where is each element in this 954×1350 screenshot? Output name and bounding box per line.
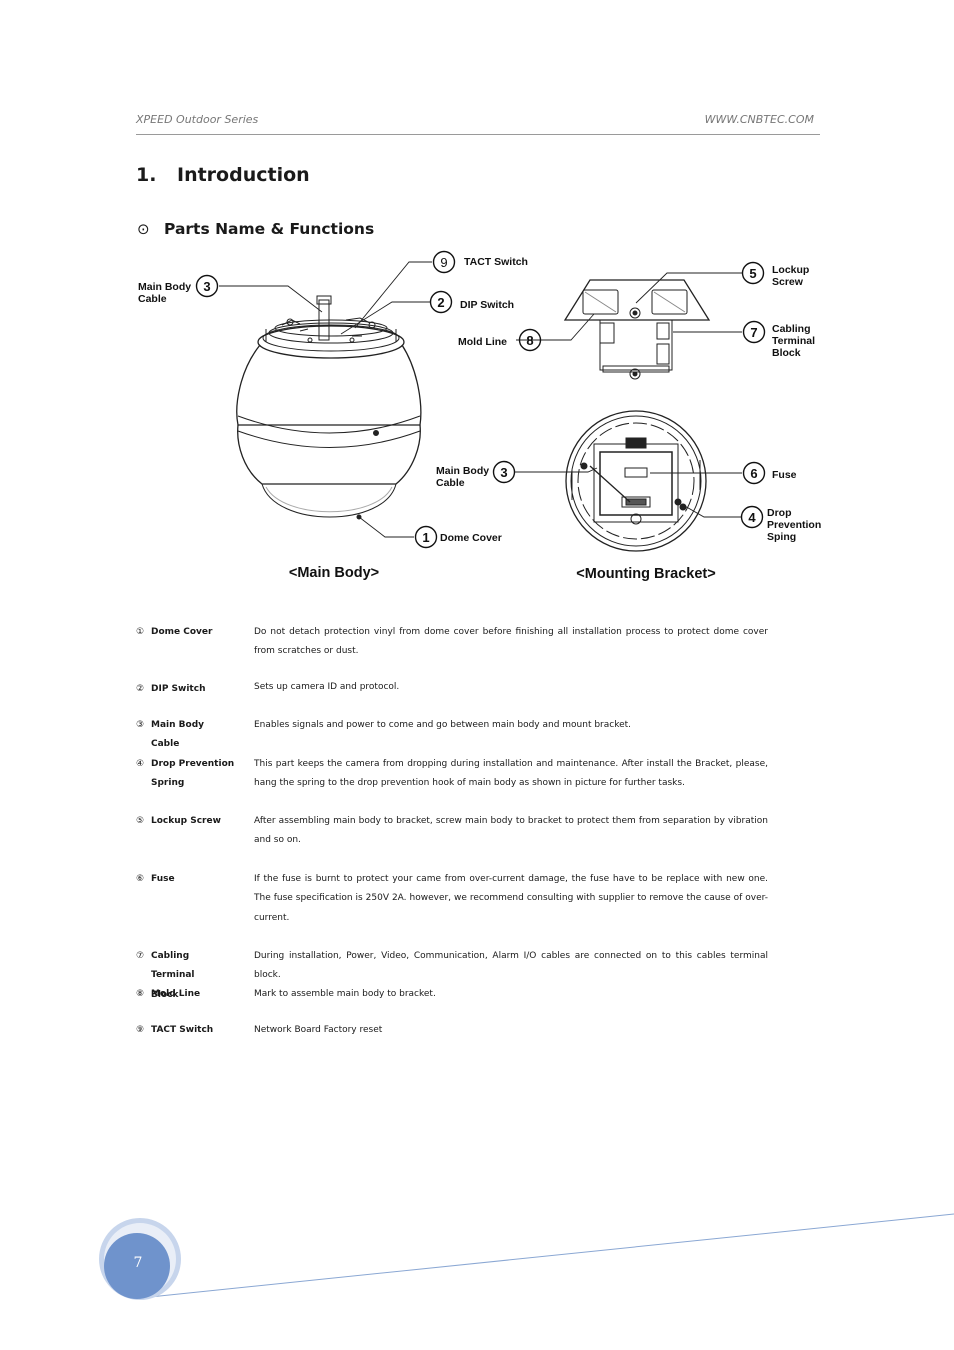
label-fuse: Fuse: [772, 469, 797, 481]
part-index: ⑧: [136, 989, 145, 999]
page-number-badge: 7: [100, 1217, 182, 1299]
part-label: TACT Switch: [151, 1025, 214, 1035]
label-cabling-3: Block: [772, 347, 801, 359]
label-mold-line: Mold Line: [458, 336, 507, 348]
part-label: Main Body Cable: [151, 720, 205, 750]
callout-9: 9: [440, 255, 447, 270]
section-heading: 1. Introduction: [136, 164, 310, 186]
part-name: ⑧ Mold Line: [136, 985, 248, 1004]
part-description: If the fuse is burnt to protect your cam…: [254, 874, 768, 923]
caption-main-body: <Main Body>: [289, 565, 379, 581]
callout-8: 8: [526, 333, 533, 348]
subsection-heading: ⊙ Parts Name & Functions: [137, 220, 374, 238]
part-label: Fuse: [151, 874, 175, 884]
caption-mounting-bracket: <Mounting Bracket>: [576, 566, 715, 582]
target-icon: ⊙: [137, 220, 150, 238]
part-index: ④: [136, 759, 145, 769]
page-number: 7: [133, 1255, 143, 1271]
label-drop-3: Sping: [767, 531, 796, 543]
part-index: ②: [136, 684, 145, 694]
part-name: ⑥ Fuse: [136, 870, 248, 889]
part-index: ⑥: [136, 874, 145, 884]
part-label: Lockup Screw: [151, 816, 221, 826]
footer-decoration: [99, 1213, 954, 1300]
callout-3b: 3: [500, 465, 507, 480]
part-label: Drop Prevention Spring: [151, 759, 235, 789]
bracket-side-drawing: [563, 279, 711, 380]
page-circle: [104, 1233, 170, 1299]
page-header: XPEED Outdoor Series WWW.CNBTEC.COM: [136, 112, 820, 135]
label-dome-cover: Dome Cover: [440, 532, 502, 544]
label-main-body-cable-1: Main Body: [138, 281, 191, 293]
part-name: ④ Drop Prevention Spring: [136, 755, 248, 794]
part-name: ③ Main Body Cable: [136, 716, 248, 755]
part-label: Dome Cover: [151, 627, 213, 637]
part-name: ⑨ TACT Switch: [136, 1021, 248, 1040]
leader-lines: [219, 261, 742, 538]
part-index: ①: [136, 627, 145, 637]
label-main-body-cable-b1: Main Body: [436, 465, 489, 477]
subsection-title: Parts Name & Functions: [164, 220, 375, 238]
section-number: 1.: [136, 164, 157, 186]
main-body-drawing: [236, 295, 422, 520]
part-name: ⑤ Lockup Screw: [136, 812, 248, 831]
label-main-body-cable-2: Cable: [138, 293, 167, 305]
label-cabling-2: Terminal: [772, 335, 815, 347]
part-name: ② DIP Switch: [136, 680, 248, 699]
label-dip-switch: DIP Switch: [460, 299, 514, 311]
header-url: WWW.CNBTEC.COM: [704, 113, 814, 126]
label-drop-2: Prevention: [767, 519, 821, 531]
part-label: DIP Switch: [151, 684, 206, 694]
part-name: ① Dome Cover: [136, 623, 248, 642]
part-description: Network Board Factory reset: [254, 1025, 383, 1035]
part-index: ③: [136, 720, 145, 730]
callout-5: 5: [749, 266, 756, 281]
part-description: After assembling main body to bracket, s…: [254, 816, 768, 846]
parts-diagram: 3 9 2 8 1 3 5 7 6 4 Main Body Cable TACT…: [138, 250, 821, 582]
label-main-body-cable-b2: Cable: [436, 477, 465, 489]
part-description: Enables signals and power to come and go…: [254, 720, 632, 730]
part-description: During installation, Power, Video, Commu…: [254, 951, 768, 981]
part-index: ⑨: [136, 1025, 145, 1035]
part-label: Mold Line: [151, 989, 201, 999]
part-index: ⑦: [136, 951, 145, 961]
part-index: ⑤: [136, 816, 145, 826]
callout-1: 1: [422, 530, 429, 545]
label-lockup-1: Lockup: [772, 264, 809, 276]
callout-3a: 3: [203, 279, 210, 294]
part-label: Cabling Terminal Block: [151, 951, 195, 1000]
callout-4: 4: [748, 510, 756, 525]
label-tact-switch: TACT Switch: [464, 256, 528, 268]
footer-line: [149, 1213, 954, 1298]
label-cabling-1: Cabling: [772, 323, 811, 335]
part-description: This part keeps the camera from dropping…: [254, 759, 768, 789]
label-lockup-2: Screw: [772, 276, 804, 288]
part-description: Mark to assemble main body to bracket.: [254, 989, 436, 999]
section-title: Introduction: [177, 164, 310, 186]
header-series: XPEED Outdoor Series: [136, 113, 259, 126]
callout-6: 6: [750, 466, 757, 481]
callout-circles: [195, 250, 766, 549]
callout-2: 2: [437, 295, 444, 310]
part-description: Do not detach protection vinyl from dome…: [254, 627, 768, 657]
part-name: ⑦ Cabling Terminal Block: [136, 947, 248, 1005]
label-drop-1: Drop: [767, 507, 792, 519]
part-description: Sets up camera ID and protocol.: [254, 682, 400, 692]
bracket-bottom-drawing: [565, 410, 707, 552]
callout-7: 7: [750, 325, 757, 340]
